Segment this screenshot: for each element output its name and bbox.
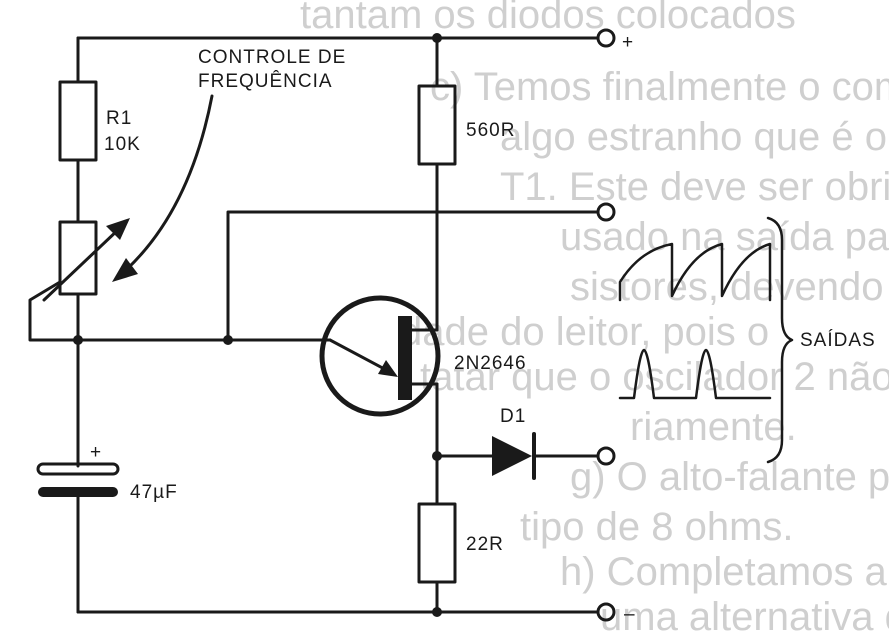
bg-line-3: algo estranho que é o transformador de (500, 115, 889, 159)
diode-d1 (492, 432, 536, 480)
outputs-brace (766, 216, 794, 464)
resistor-r1 (58, 80, 98, 162)
bg-line-2: c) Temos finalmente o componente (430, 65, 889, 109)
bg-line-9: riamente. (630, 405, 797, 449)
bg-line-11: tipo de 8 ohms. (520, 505, 794, 549)
terminal-minus-label: – (624, 604, 636, 625)
sawtooth-waveform (618, 242, 772, 302)
bg-line-13: uma alternativa que está na ilustração (600, 595, 889, 635)
pulse-waveform (618, 348, 772, 400)
outputs-label: SAÍDAS (800, 330, 876, 351)
r1-name-label: R1 (106, 108, 132, 129)
transistor-2n2646 (319, 295, 441, 417)
transistor-label: 2N2646 (454, 353, 527, 374)
bg-line-12: h) Completamos a sinalização com (560, 550, 889, 594)
terminal-minus (596, 602, 616, 622)
capacitor-plus-label: + (90, 442, 102, 463)
r1-value-label: 10K (104, 134, 141, 155)
resistor-22r-label: 22R (466, 534, 504, 555)
resistor-560r-label: 560R (466, 120, 515, 141)
resistor-22r (417, 502, 457, 584)
bg-line-6: sistores, devendo limitar a intensi- (570, 265, 889, 309)
top-rail (76, 36, 600, 84)
diode-label: D1 (500, 406, 526, 427)
potentiometer (58, 220, 98, 296)
freq-control-label-1: CONTROLE DE (198, 47, 346, 68)
capacitor-plate-negative (38, 487, 118, 497)
bg-line-4: T1. Este deve ser obrigatoriamente do ti… (500, 165, 889, 209)
terminal-output-1 (596, 202, 616, 222)
capacitor-value-label: 47µF (130, 482, 178, 503)
variable-arrow (42, 218, 130, 302)
freq-control-label-2: FREQUÊNCIA (198, 70, 333, 92)
bg-line-5: usado na saída para alto-falante (560, 215, 889, 259)
bg-line-7: dade do leitor, pois o (400, 310, 769, 354)
terminal-plus (596, 28, 616, 48)
bg-line-1: tantam os diodos colocados (300, 0, 796, 37)
terminal-output-2 (596, 446, 616, 466)
terminal-plus-label: + (622, 32, 634, 53)
frequency-control-arrow (112, 94, 214, 282)
capacitor-plate-positive (36, 462, 120, 476)
bg-line-8: tatar que o oscilador 2 não opera (420, 355, 889, 399)
background-text: tantam os diodos colocados c) Temos fina… (300, 0, 889, 635)
